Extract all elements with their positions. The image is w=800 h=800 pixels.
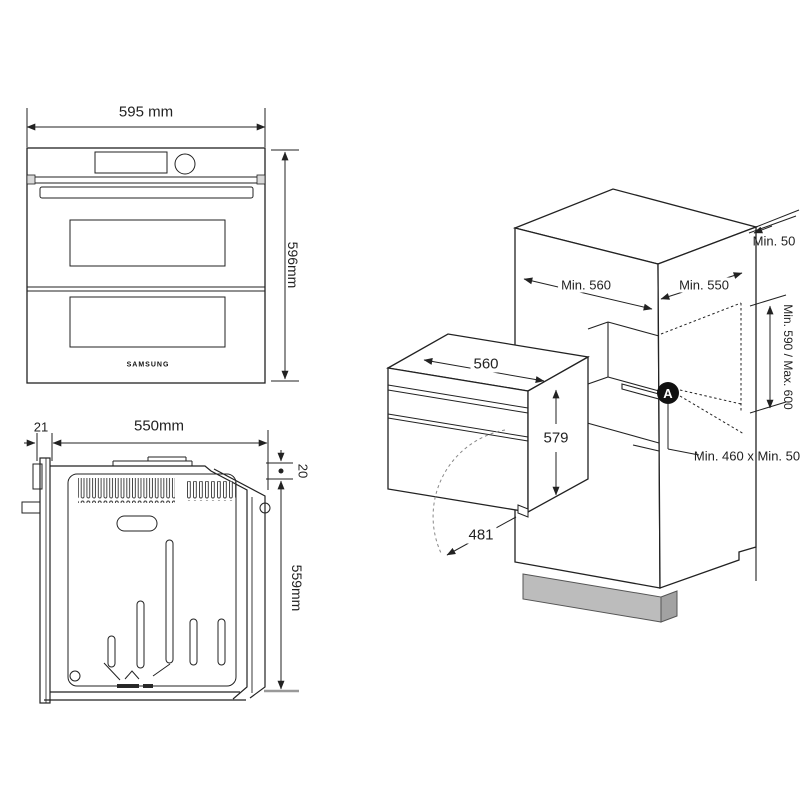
vent-slots-right (186, 481, 236, 501)
niche-width-label: Min. 560 (558, 277, 614, 293)
side-height-dimension (264, 450, 299, 693)
side-top-gap-label: 20 (295, 463, 311, 479)
door-open-depth-label: 481 (465, 526, 497, 544)
side-width-label: 550mm (133, 417, 185, 435)
front-height-label: 596mm (285, 241, 301, 289)
side-handle (21, 501, 41, 514)
body-outline (50, 465, 248, 700)
niche-depth-label: Min. 550 (676, 277, 732, 293)
screw-bottom (69, 670, 81, 682)
side-door-depth-dimension (24, 433, 53, 461)
plinth-side (660, 590, 678, 623)
hidden-projection-lines (660, 302, 745, 435)
oven-front-outline (26, 147, 266, 384)
oven-height-label: 579 (540, 429, 572, 447)
vent-leader (667, 404, 700, 456)
screw-top (259, 502, 271, 514)
door-foot (517, 504, 529, 518)
oven-front-face (387, 367, 529, 513)
side-width-dimension (52, 430, 269, 490)
callout-a-badge: A (657, 382, 679, 404)
niche-height-label: Min. 590 / Max. 600 (781, 304, 795, 410)
side-height-label: 559mm (289, 564, 305, 612)
hinge-right (256, 174, 266, 185)
side-inner-panel (67, 473, 237, 687)
hinge-left (26, 174, 36, 185)
rear-gap-label: Min. 50 (752, 233, 796, 249)
vent-slots-left (78, 478, 175, 503)
brand-logo: SAMSUNG (126, 361, 170, 369)
side-view-drawing (21, 430, 299, 704)
front-view-drawing (26, 108, 299, 384)
lower-door-window (69, 296, 226, 348)
vent-cutout-label: Min. 460 x Min. 50 (693, 448, 800, 464)
door-handle (39, 186, 254, 199)
oven-width-label: 560 (470, 355, 502, 373)
niche-height-dimension (749, 294, 787, 414)
back-flange (213, 468, 266, 699)
door-swing-arc (432, 429, 506, 554)
oval-cutout (116, 515, 158, 532)
niche-width-dimension (523, 277, 653, 311)
rear-gap-dimension (748, 209, 800, 234)
display-panel (94, 151, 168, 174)
control-knob (174, 153, 196, 175)
front-height-dimension (271, 149, 299, 382)
door-edge (39, 457, 51, 704)
side-door-depth-label: 21 (33, 419, 49, 435)
front-width-label: 595 mm (118, 103, 174, 121)
door-latch (32, 463, 43, 490)
front-width-dimension (26, 108, 266, 147)
upper-door-window (69, 219, 226, 267)
